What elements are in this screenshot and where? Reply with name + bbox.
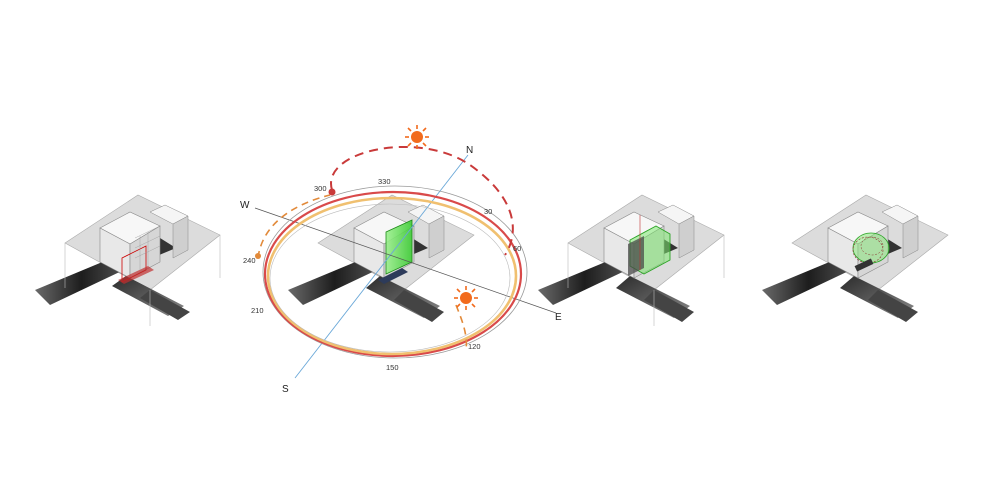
- compass-west-label: W: [240, 200, 250, 211]
- massing-model-2-solar: N S E W 330 30 60 120 150 210 240 300: [240, 125, 562, 395]
- facade-grid: [134, 225, 161, 270]
- green-canopy: [852, 232, 890, 264]
- street: [762, 258, 855, 305]
- massing-model-3: [538, 194, 725, 326]
- sun-icon: [454, 286, 478, 310]
- building-block: [129, 225, 161, 279]
- degree-label-150: 150: [386, 363, 399, 372]
- canopy-outline: [860, 236, 884, 256]
- building-tower: [678, 215, 695, 259]
- degree-label-210: 210: [251, 306, 264, 315]
- massing-model-4: [762, 194, 949, 322]
- street: [644, 290, 694, 322]
- degree-label-240: 240: [243, 256, 256, 265]
- sun-path-marker: [328, 188, 336, 196]
- degree-label-30: 30: [484, 207, 492, 216]
- building-tower: [172, 215, 189, 259]
- street: [868, 290, 918, 322]
- courtyard-strip: [378, 268, 408, 284]
- sun-orbit-inner: [269, 203, 511, 353]
- street: [394, 290, 444, 322]
- massing-model-1: [35, 194, 221, 326]
- street: [35, 258, 128, 305]
- degree-label-120: 120: [468, 342, 481, 351]
- sun-path-marker: [255, 253, 261, 259]
- sun-orbit-red: [263, 190, 523, 358]
- compass-east-label: E: [555, 312, 562, 323]
- sun-icon: [405, 125, 429, 149]
- degree-label-300: 300: [314, 184, 327, 193]
- summer-sun-path: [330, 146, 514, 256]
- street: [538, 258, 631, 305]
- courtyard-strip: [854, 258, 874, 272]
- degree-label-330: 330: [378, 177, 391, 186]
- street-highlight: [118, 266, 154, 284]
- winter-sun-path: [257, 194, 468, 351]
- compass-north-label: N: [466, 145, 473, 156]
- sun-orbit-outer: [262, 185, 528, 359]
- building-tower: [428, 215, 445, 259]
- degree-label-60: 60: [513, 244, 521, 253]
- building-tower: [902, 215, 919, 259]
- compass-south-label: S: [282, 384, 289, 395]
- street: [288, 258, 381, 305]
- sun-orbit-yellow: [266, 196, 518, 356]
- street: [140, 290, 190, 320]
